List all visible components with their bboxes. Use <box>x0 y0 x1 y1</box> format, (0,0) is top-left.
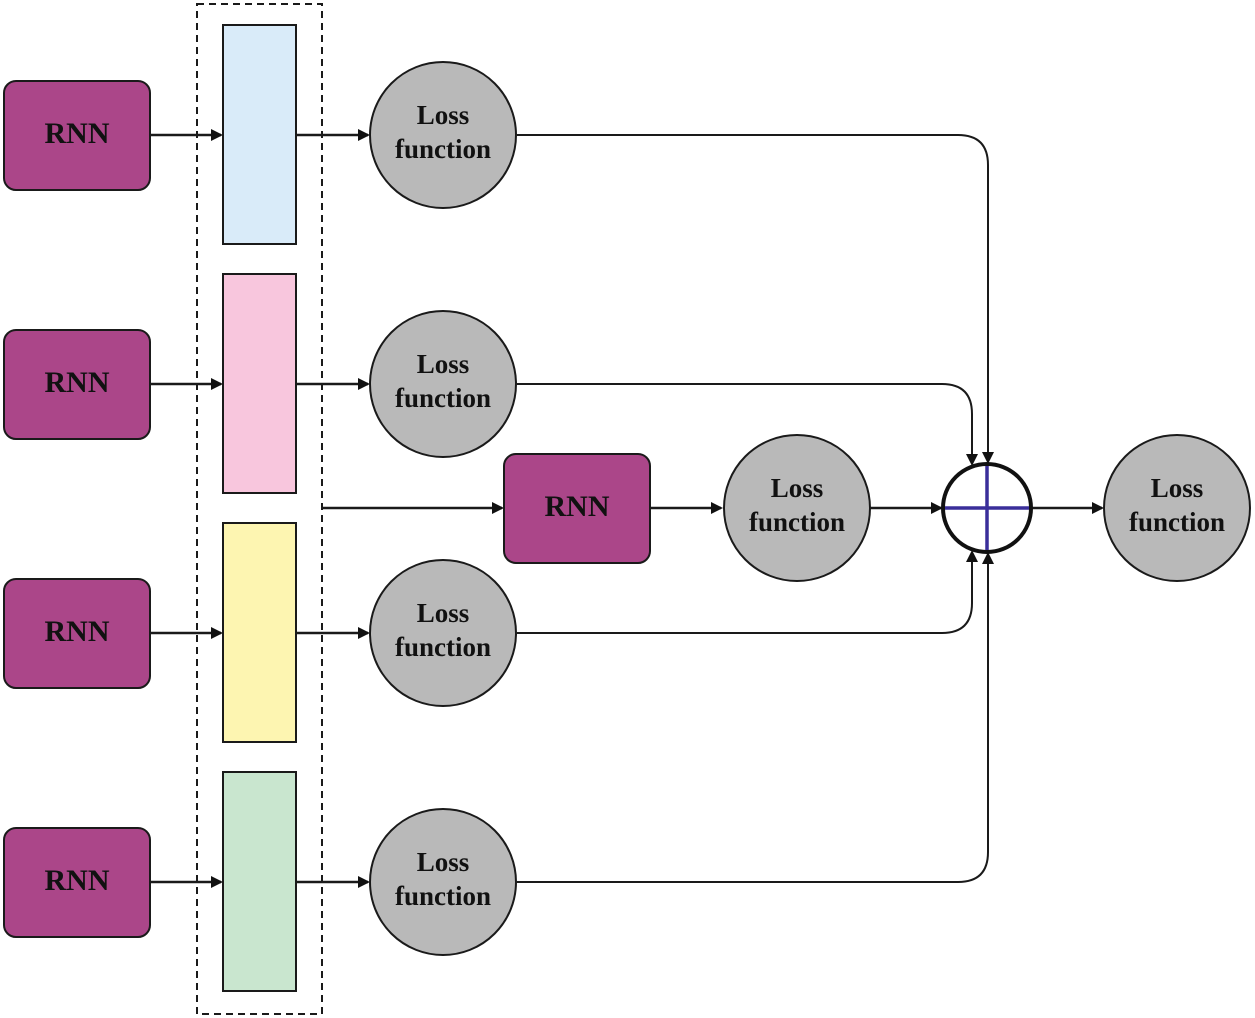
connector-loss4-to-sum <box>517 552 994 883</box>
center-rnn-block: RNN <box>503 453 651 564</box>
rnn-block-label: RNN <box>45 864 110 897</box>
loss-node-4: Loss function <box>369 808 517 956</box>
feature-block-green <box>222 771 297 992</box>
connector-loss2-to-sum <box>517 383 978 466</box>
feature-block-yellow <box>222 522 297 743</box>
loss-node-2: Loss function <box>369 310 517 458</box>
loss-node-line1: Loss <box>417 598 470 628</box>
loss-node-1: Loss function <box>369 61 517 209</box>
rnn-block-label: RNN <box>45 117 110 150</box>
rnn-block-2: RNN <box>3 329 151 440</box>
connector-loss3-to-sum <box>517 550 978 634</box>
rnn-block-3: RNN <box>3 578 151 689</box>
rnn-block-4: RNN <box>3 827 151 938</box>
center-loss-line2: function <box>749 507 845 537</box>
loss-node-line1: Loss <box>417 100 470 130</box>
loss-node-line2: function <box>395 881 491 911</box>
feature-block-blue <box>222 24 297 245</box>
feature-block-pink <box>222 273 297 494</box>
loss-node-3: Loss function <box>369 559 517 707</box>
rnn-block-label: RNN <box>45 366 110 399</box>
loss-node-line2: function <box>395 632 491 662</box>
connector-loss1-to-sum <box>517 134 994 464</box>
center-loss-node: Loss function <box>723 434 871 582</box>
loss-node-line2: function <box>395 383 491 413</box>
rnn-block-label: RNN <box>45 615 110 648</box>
feature-group-frame <box>196 3 323 1015</box>
final-loss-node: Loss function <box>1103 434 1251 582</box>
center-loss-line1: Loss <box>771 473 824 503</box>
loss-node-line1: Loss <box>417 349 470 379</box>
loss-node-line1: Loss <box>417 847 470 877</box>
plus-sum-icon <box>941 462 1033 554</box>
loss-node-line2: function <box>395 134 491 164</box>
rnn-block-1: RNN <box>3 80 151 191</box>
final-loss-line1: Loss <box>1151 473 1204 503</box>
final-loss-line2: function <box>1129 507 1225 537</box>
center-rnn-label: RNN <box>545 490 610 523</box>
